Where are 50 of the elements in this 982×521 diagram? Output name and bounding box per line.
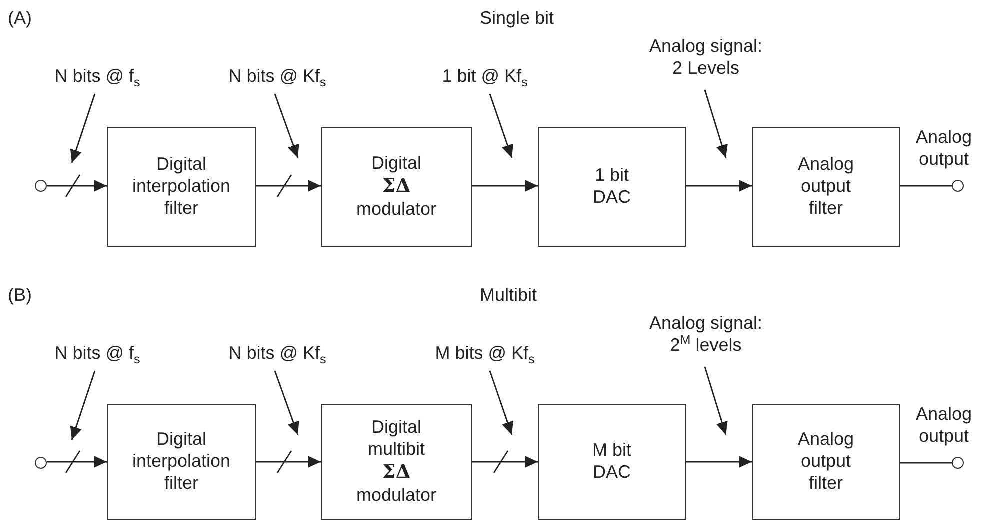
leader-arrow [489, 94, 514, 158]
block-label: M bit DAC [591, 440, 632, 484]
signal-arrow [472, 456, 538, 468]
terminal-circle [35, 457, 47, 469]
terminal-label: Analog output [914, 127, 974, 170]
signal-arrow [686, 180, 752, 192]
leader-arrow [274, 94, 300, 158]
annotation-label: N bits @ f$_{s}$ [35, 66, 160, 92]
block-box [321, 127, 472, 247]
block-box [107, 404, 256, 520]
terminal-label: Analog output [914, 404, 974, 448]
annotation-label: N bits @ Kf$_{s}$ [205, 66, 350, 92]
signal-arrow [47, 180, 107, 192]
terminal-circle [952, 457, 964, 469]
leader-arrow [704, 90, 728, 158]
terminal-circle [952, 180, 964, 192]
annotation-label: Analog signal: 2 Levels [645, 36, 767, 88]
panel-tag: (B) [8, 285, 32, 306]
block-label: Analog output filter [796, 429, 856, 495]
leader-arrow [70, 94, 96, 164]
block-box [107, 127, 256, 247]
block-label: Digital interpolation filter [131, 429, 232, 495]
block-label: Analog output filter [796, 154, 856, 220]
leader-arrow [704, 366, 728, 436]
signal-arrow [256, 456, 321, 468]
signal-arrow [47, 456, 107, 468]
annotation-label: 1 bit @ Kf$_{s}$ [410, 66, 560, 92]
block-label: Digital multibit ΣΔ modulator [355, 417, 438, 507]
annotation-label: M bits @ Kf$_{s}$ [410, 343, 560, 369]
block-box [538, 127, 686, 247]
signal-arrow [256, 180, 321, 192]
terminal-circle [35, 180, 47, 192]
block-box [321, 404, 472, 520]
signal-arrow [472, 180, 538, 192]
block-box [538, 404, 686, 520]
block-box [752, 404, 900, 520]
block-label: Digital ΣΔ modulator [355, 153, 438, 221]
annotation-label: Analog signal: 2$^{M}$ levels [645, 313, 767, 365]
leader-arrow [489, 370, 514, 436]
panel-title: Multibit [480, 285, 538, 306]
panel-title: Single bit [480, 8, 554, 29]
panel-tag: (A) [8, 8, 32, 29]
block-box [752, 127, 900, 247]
block-label: Digital interpolation filter [131, 154, 232, 220]
block-label: 1 bit DAC [592, 165, 632, 209]
leader-arrow [274, 370, 300, 436]
annotation-label: N bits @ f$_{s}$ [35, 343, 160, 369]
signal-arrow [686, 456, 752, 468]
annotation-label: N bits @ Kf$_{s}$ [205, 343, 350, 369]
leader-arrow [70, 370, 96, 440]
